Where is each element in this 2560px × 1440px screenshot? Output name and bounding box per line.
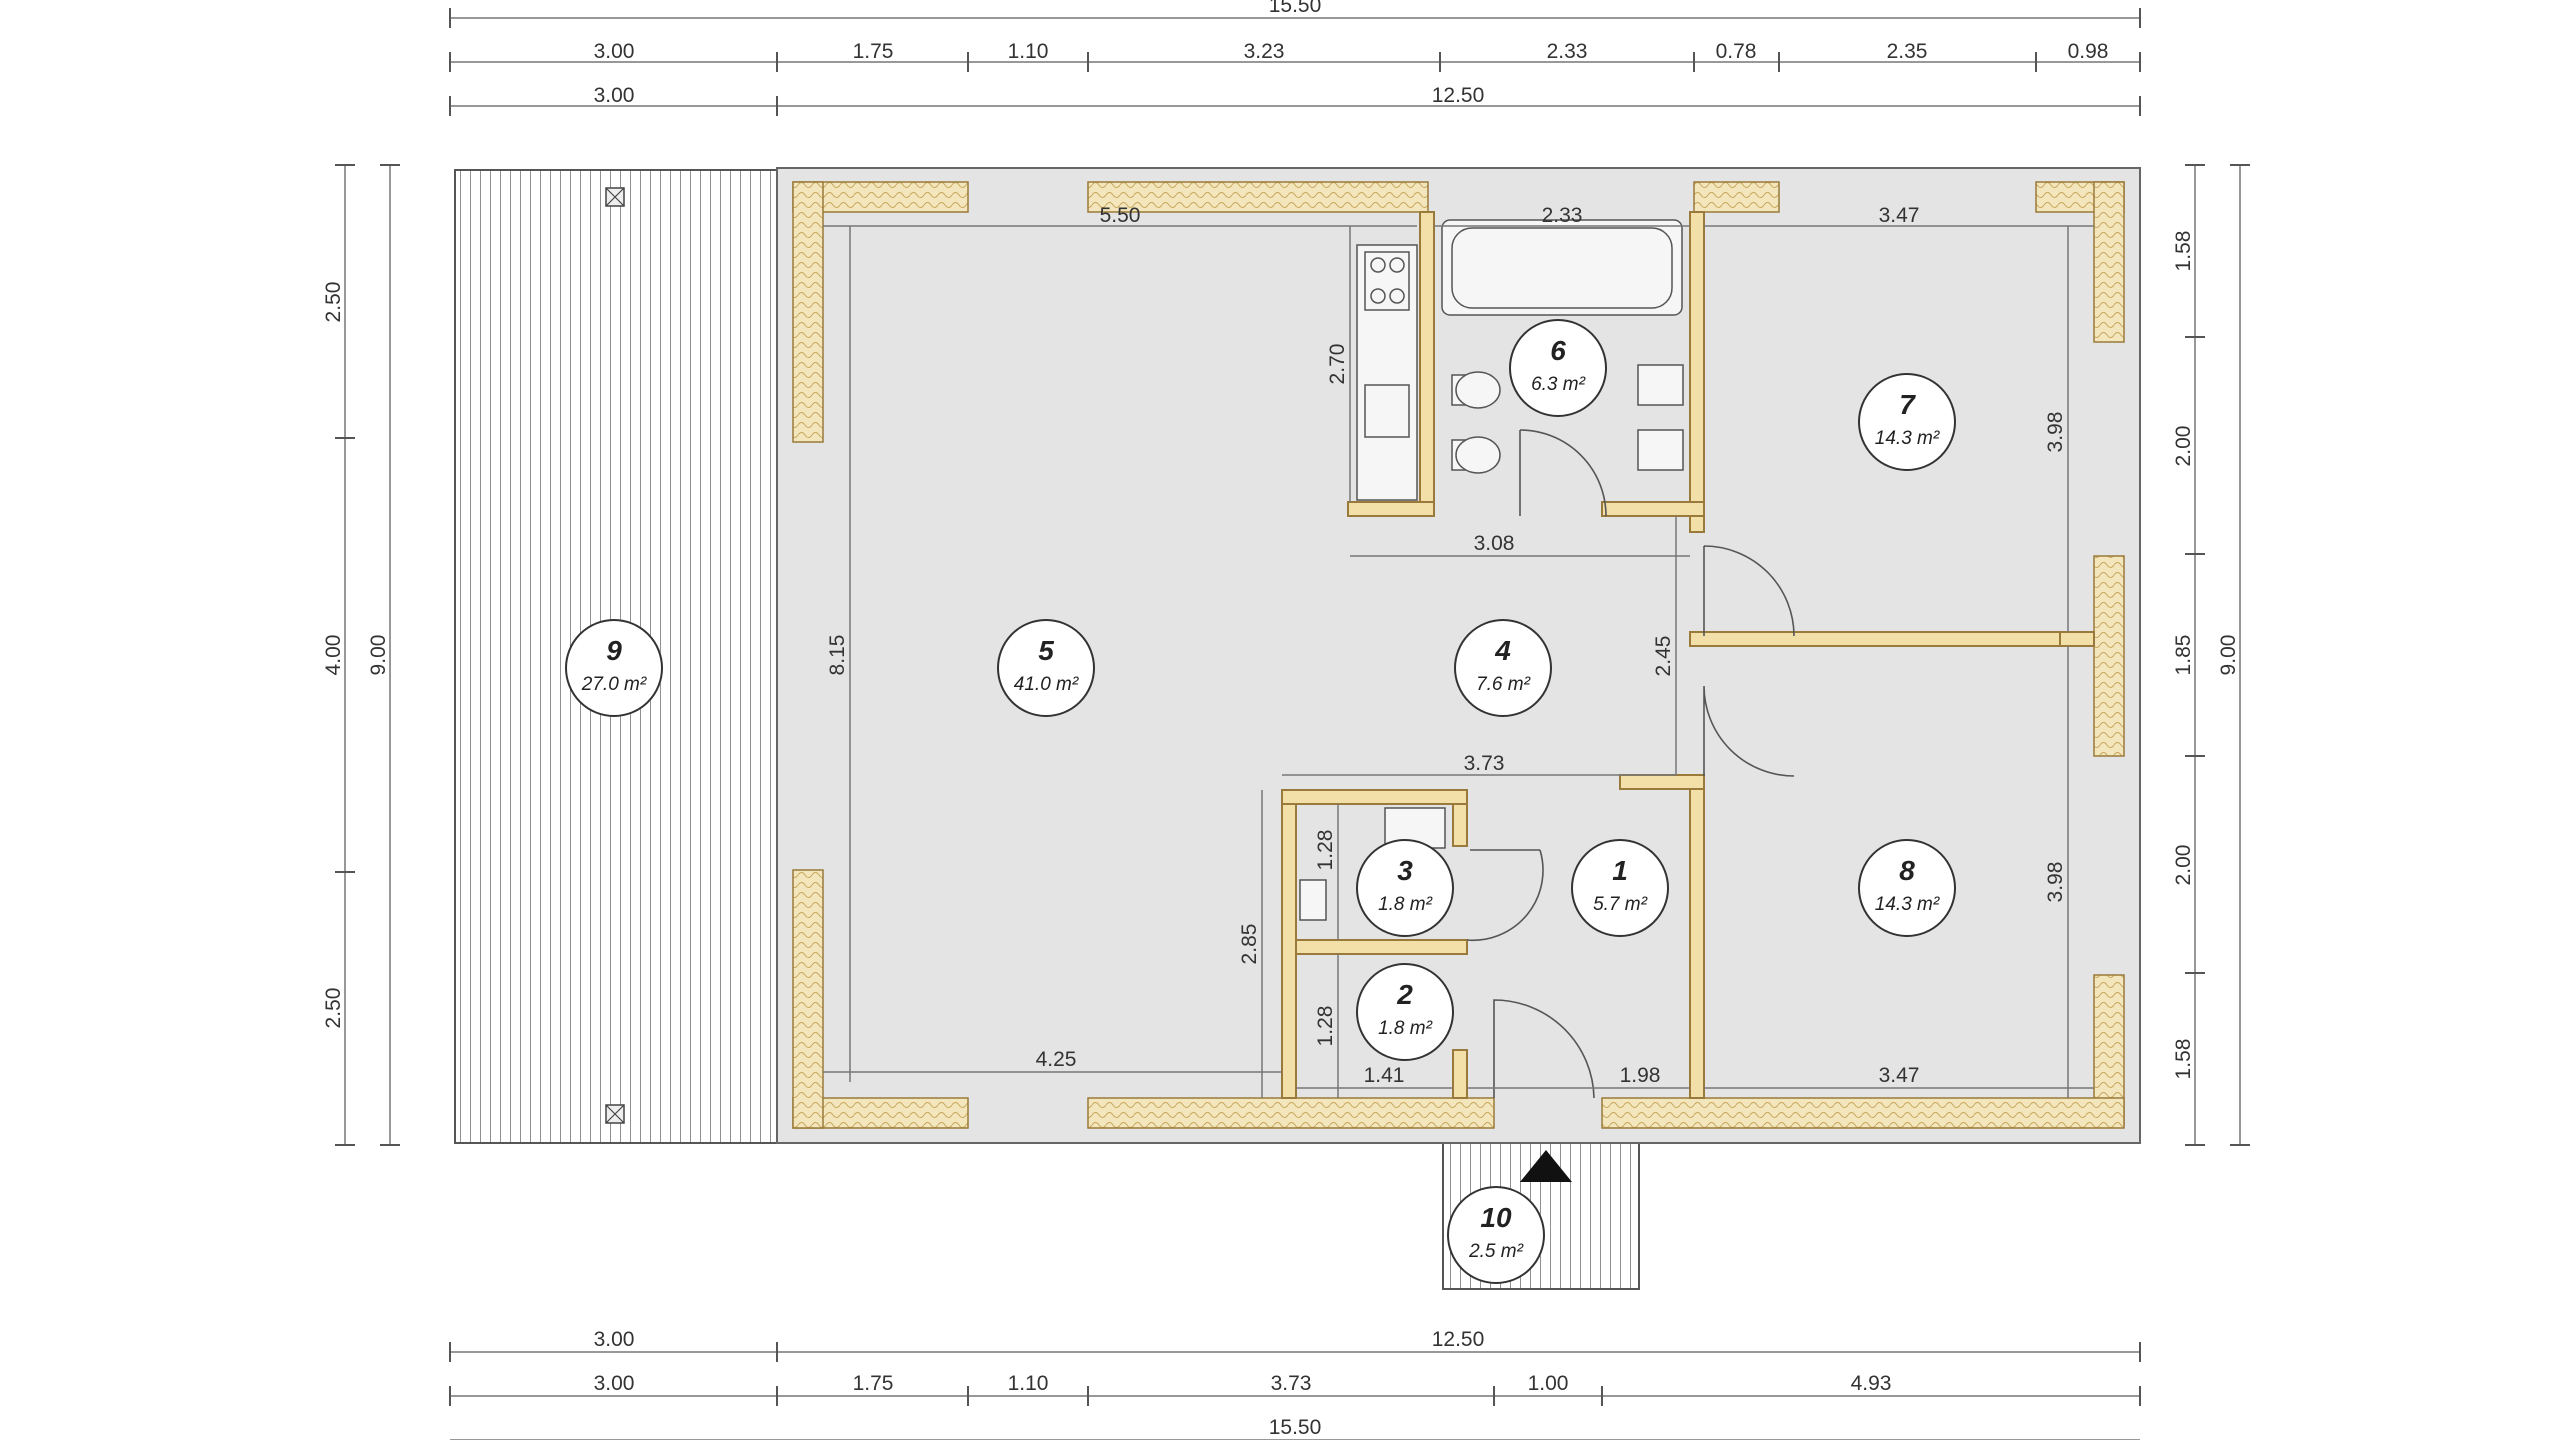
room-tag-2: 2 1.8 m² bbox=[1356, 963, 1454, 1061]
svg-text:4: 4 bbox=[1494, 635, 1511, 666]
dim-233: 2.33 bbox=[1542, 204, 1583, 227]
dim-bottom-seg-3: 1.10 bbox=[1008, 1372, 1049, 1395]
svg-text:7.6 m²: 7.6 m² bbox=[1476, 674, 1531, 695]
dim-top-seg-8: 0.98 bbox=[2068, 40, 2109, 63]
right-dimensions: 1.58 2.00 1.85 2.00 1.58 9.00 bbox=[2172, 164, 2250, 1146]
svg-text:14.3 m²: 14.3 m² bbox=[1875, 428, 1940, 449]
bottom-dimensions: 3.00 12.50 3.00 1.75 1.10 3.73 1.00 4.93… bbox=[449, 1328, 2141, 1440]
room-tag-10: 10 2.5 m² bbox=[1447, 1186, 1545, 1284]
dim-398-bot: 3.98 bbox=[2044, 862, 2067, 903]
dim-347-top: 3.47 bbox=[1879, 204, 1920, 227]
dim-141: 1.41 bbox=[1364, 1064, 1405, 1087]
dim-270: 2.70 bbox=[1326, 344, 1349, 385]
dim-245: 2.45 bbox=[1652, 636, 1675, 677]
svg-text:9: 9 bbox=[606, 635, 622, 666]
dim-128b: 1.28 bbox=[1314, 1006, 1337, 1047]
svg-text:1.8 m²: 1.8 m² bbox=[1378, 894, 1433, 915]
dim-right-seg-5: 1.58 bbox=[2172, 1039, 2195, 1080]
dim-right-seg-1: 1.58 bbox=[2172, 231, 2195, 272]
dim-right-overall: 9.00 bbox=[2217, 635, 2240, 676]
dim-815: 8.15 bbox=[826, 635, 849, 676]
svg-text:14.3 m²: 14.3 m² bbox=[1875, 894, 1940, 915]
dim-198: 1.98 bbox=[1620, 1064, 1661, 1087]
dim-top-seg-2: 1.75 bbox=[853, 40, 894, 63]
dim-bottom-split-2: 12.50 bbox=[1432, 1328, 1485, 1351]
dim-128a: 1.28 bbox=[1314, 830, 1337, 871]
room-tag-6: 6 6.3 m² bbox=[1509, 319, 1607, 417]
dim-bottom-seg-1: 3.00 bbox=[594, 1372, 635, 1395]
dim-bottom-split-1: 3.00 bbox=[594, 1328, 635, 1351]
svg-text:3: 3 bbox=[1397, 855, 1413, 886]
kitchen-counter bbox=[1356, 244, 1418, 501]
dim-top-seg-5: 2.33 bbox=[1547, 40, 1588, 63]
svg-text:5.7 m²: 5.7 m² bbox=[1593, 894, 1648, 915]
dim-bottom-seg-2: 1.75 bbox=[853, 1372, 894, 1395]
dim-right-seg-2: 2.00 bbox=[2172, 426, 2195, 467]
room-tag-5: 5 41.0 m² bbox=[997, 619, 1095, 717]
dim-285: 2.85 bbox=[1238, 924, 1261, 965]
dim-347-bot: 3.47 bbox=[1879, 1064, 1920, 1087]
dim-left-seg-1: 2.50 bbox=[322, 282, 345, 323]
dim-top-overall: 15.50 bbox=[1269, 0, 1322, 17]
dim-right-seg-4: 2.00 bbox=[2172, 845, 2195, 886]
room-tag-1: 1 5.7 m² bbox=[1571, 839, 1669, 937]
svg-text:2: 2 bbox=[1396, 979, 1413, 1010]
dim-top-seg-1: 3.00 bbox=[594, 40, 635, 63]
interior-dimensions: 5.50 2.33 3.47 2.70 3.08 3.98 8.15 2.45 … bbox=[823, 204, 2094, 1098]
dim-top-split-1: 3.00 bbox=[594, 84, 635, 107]
room-tag-4: 4 7.6 m² bbox=[1454, 619, 1552, 717]
dim-308: 3.08 bbox=[1474, 532, 1515, 555]
svg-text:6.3 m²: 6.3 m² bbox=[1531, 374, 1586, 395]
svg-text:10: 10 bbox=[1480, 1202, 1512, 1233]
door-swings bbox=[1466, 429, 1795, 1099]
dim-bottom-seg-4: 3.73 bbox=[1271, 1372, 1312, 1395]
dim-top-seg-7: 2.35 bbox=[1887, 40, 1928, 63]
dim-bottom-seg-5: 1.00 bbox=[1528, 1372, 1569, 1395]
dim-top-seg-4: 3.23 bbox=[1244, 40, 1285, 63]
svg-text:8: 8 bbox=[1899, 855, 1915, 886]
dim-top-split-2: 12.50 bbox=[1432, 84, 1485, 107]
dim-left-seg-3: 2.50 bbox=[322, 988, 345, 1029]
svg-text:1.8 m²: 1.8 m² bbox=[1378, 1018, 1433, 1039]
room-tag-9: 9 27.0 m² bbox=[565, 619, 663, 717]
top-dimensions: 15.50 3.00 1.75 1.10 3.23 2.33 0.78 2.35… bbox=[449, 0, 2141, 116]
dim-425: 4.25 bbox=[1036, 1048, 1077, 1071]
left-dimensions: 2.50 4.00 2.50 9.00 bbox=[322, 164, 400, 1146]
svg-text:1: 1 bbox=[1612, 855, 1628, 886]
interior-walls bbox=[1281, 211, 2095, 1099]
svg-text:2.5 m²: 2.5 m² bbox=[1468, 1241, 1524, 1262]
room-tag-3: 3 1.8 m² bbox=[1356, 839, 1454, 937]
room-tag-8: 8 14.3 m² bbox=[1858, 839, 1956, 937]
dim-left-seg-2: 4.00 bbox=[322, 635, 345, 676]
dim-550: 5.50 bbox=[1100, 204, 1141, 227]
dim-398-top: 3.98 bbox=[2044, 412, 2067, 453]
dim-bottom-seg-6: 4.93 bbox=[1851, 1372, 1892, 1395]
svg-text:41.0 m²: 41.0 m² bbox=[1014, 674, 1079, 695]
dim-top-seg-3: 1.10 bbox=[1008, 40, 1049, 63]
dim-left-overall: 9.00 bbox=[367, 635, 390, 676]
dim-top-seg-6: 0.78 bbox=[1716, 40, 1757, 63]
svg-text:6: 6 bbox=[1550, 335, 1566, 366]
dim-bottom-overall: 15.50 bbox=[1269, 1416, 1322, 1439]
svg-text:27.0 m²: 27.0 m² bbox=[581, 674, 647, 695]
entrance-arrow-icon bbox=[1520, 1150, 1572, 1182]
svg-text:7: 7 bbox=[1899, 389, 1916, 420]
exterior-walls bbox=[792, 181, 2125, 1129]
dim-right-seg-3: 1.85 bbox=[2172, 635, 2195, 676]
room-tag-7: 7 14.3 m² bbox=[1858, 373, 1956, 471]
bathroom-fixtures bbox=[1441, 219, 1684, 474]
svg-text:5: 5 bbox=[1038, 635, 1054, 666]
dim-373: 3.73 bbox=[1464, 752, 1505, 775]
